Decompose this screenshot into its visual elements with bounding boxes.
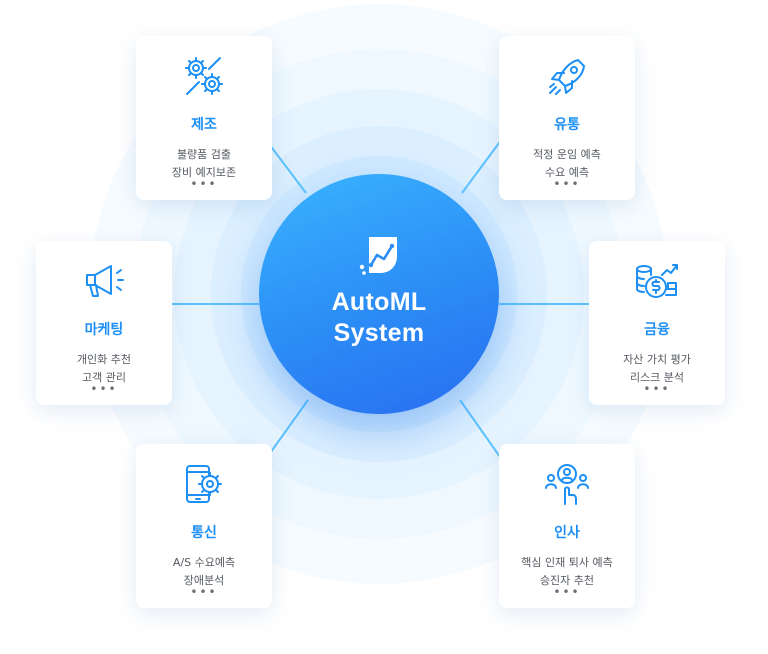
phone-gear-icon [186, 465, 222, 503]
node-title: 마케팅 [84, 322, 124, 338]
node-line: 자산 가치 평가 [623, 353, 691, 366]
leaf-chart-logo-icon [359, 237, 397, 275]
node-telecom[interactable]: 통신 A/S 수요예측 장애분석 ••• [136, 444, 272, 608]
node-distribution[interactable]: 유통 적정 운임 예측 수요 예측 ••• [499, 36, 635, 200]
node-description: A/S 수요예측 장애분석 [136, 554, 272, 590]
node-description: 개인화 추천 고객 관리 [36, 351, 172, 387]
people-touch-icon [545, 464, 589, 505]
node-line: 승진자 추천 [539, 574, 595, 587]
node-title: 통신 [191, 525, 217, 541]
automl-hub: AutoML System [259, 174, 499, 414]
more-dots: ••• [190, 177, 218, 191]
gears-tools-icon [185, 57, 223, 95]
more-dots: ••• [553, 177, 581, 191]
node-line: 적정 운임 예측 [533, 148, 601, 161]
hub-title-line1: AutoML [331, 288, 427, 316]
megaphone-icon [86, 265, 124, 297]
node-line: 리스크 분석 [629, 371, 685, 384]
node-description: 불량품 검출 장비 예지보존 [136, 146, 272, 182]
node-line: 장애분석 [183, 574, 225, 587]
node-title: 유통 [554, 117, 580, 133]
node-line: 개인화 추천 [76, 353, 132, 366]
hub-title-line2: System [333, 319, 425, 347]
node-marketing[interactable]: 마케팅 개인화 추천 고객 관리 ••• [36, 241, 172, 405]
node-description: 자산 가치 평가 리스크 분석 [589, 351, 725, 387]
node-line: 수요 예측 [545, 166, 589, 179]
more-dots: ••• [190, 585, 218, 599]
coins-chart-icon [636, 264, 678, 298]
rocket-icon [549, 59, 585, 95]
node-line: A/S 수요예측 [172, 556, 236, 569]
node-line: 장비 예지보존 [171, 166, 237, 179]
node-title: 금융 [644, 322, 670, 338]
node-line: 고객 관리 [82, 371, 126, 384]
node-description: 핵심 인재 퇴사 예측 승진자 추천 [499, 554, 635, 590]
node-hr[interactable]: 인사 핵심 인재 퇴사 예측 승진자 추천 ••• [499, 444, 635, 608]
node-description: 적정 운임 예측 수요 예측 [499, 146, 635, 182]
more-dots: ••• [90, 382, 118, 396]
node-line: 핵심 인재 퇴사 예측 [521, 556, 613, 569]
node-title: 제조 [191, 117, 217, 133]
node-manufacturing[interactable]: 제조 불량품 검출 장비 예지보존 ••• [136, 36, 272, 200]
node-finance[interactable]: 금융 자산 가치 평가 리스크 분석 ••• [589, 241, 725, 405]
node-title: 인사 [554, 525, 580, 541]
more-dots: ••• [643, 382, 671, 396]
node-line: 불량품 검출 [176, 148, 232, 161]
more-dots: ••• [553, 585, 581, 599]
